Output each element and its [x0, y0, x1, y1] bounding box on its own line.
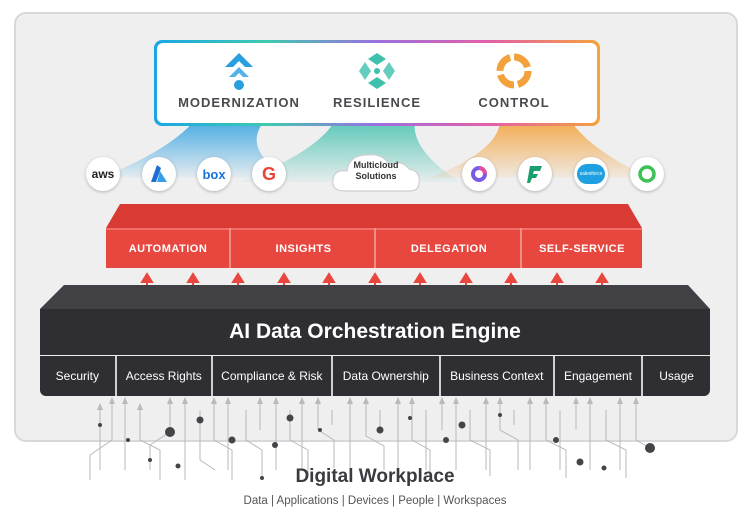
ai-engine-block: AI Data Orchestration Engine: [40, 309, 710, 355]
dimension-engagement: Engagement: [555, 356, 644, 396]
azure-logo-icon: [151, 165, 167, 182]
provider-salesforce: salesforce: [574, 157, 608, 191]
box-logo-icon: box: [202, 166, 226, 182]
aws-logo-icon: aws: [91, 167, 115, 181]
cloud-icon: [332, 154, 420, 192]
capability-delegation: DELEGATION: [410, 243, 488, 255]
digital-workplace-title: Digital Workplace: [295, 466, 455, 487]
capability-bar: [106, 204, 642, 268]
outcomes-box: MODERNIZATION RESILIENCE CONTROL: [154, 40, 600, 126]
dimension-access-rights: Access Rights: [117, 356, 213, 396]
dimension-security: Security: [40, 356, 117, 396]
copilot-logo-icon: [471, 166, 487, 182]
pillar-modernization: MODERNIZATION: [169, 51, 309, 110]
provider-aws: aws: [86, 157, 120, 191]
pillar-resilience: RESILIENCE: [307, 51, 447, 110]
pillar-label: CONTROL: [478, 95, 550, 110]
green-ring-logo-icon: [638, 165, 656, 183]
modernization-icon: [225, 53, 253, 90]
fabric-logo-icon: [527, 166, 542, 183]
dimension-usage: Usage: [659, 369, 694, 383]
google-logo-icon: G: [261, 163, 276, 184]
multicloud-label: Multicloud Solutions: [329, 160, 423, 182]
dimension-business-context: Business Context: [441, 356, 555, 396]
capability-insights: INSIGHTS: [275, 243, 332, 255]
provider-azure: [142, 157, 176, 191]
salesforce-logo-icon: salesforce: [579, 171, 603, 177]
resilience-icon: [359, 53, 395, 89]
provider-google: G: [252, 157, 286, 191]
capability-automation: AUTOMATION: [128, 243, 208, 255]
dimension-data-ownership: Data Ownership: [333, 356, 441, 396]
engine-dimensions: Security Access Rights Compliance & Risk…: [40, 356, 710, 396]
pillar-label: MODERNIZATION: [178, 95, 300, 110]
cloud-line2: Solutions: [355, 171, 397, 181]
digital-workplace-subtitle: Data | Applications | Devices | People |…: [243, 495, 507, 507]
pillar-control: CONTROL: [444, 51, 584, 110]
cloud-line1: Multicloud: [353, 160, 399, 170]
provider-green-ring: [630, 157, 664, 191]
engine-title: AI Data Orchestration Engine: [229, 320, 521, 343]
provider-box: box: [197, 157, 231, 191]
dimension-compliance-risk: Compliance & Risk: [213, 356, 333, 396]
provider-copilot: [462, 157, 496, 191]
capability-self-service: SELF-SERVICE: [539, 243, 625, 255]
provider-fabric: [518, 157, 552, 191]
pillar-label: RESILIENCE: [332, 95, 421, 110]
control-icon: [496, 53, 532, 89]
